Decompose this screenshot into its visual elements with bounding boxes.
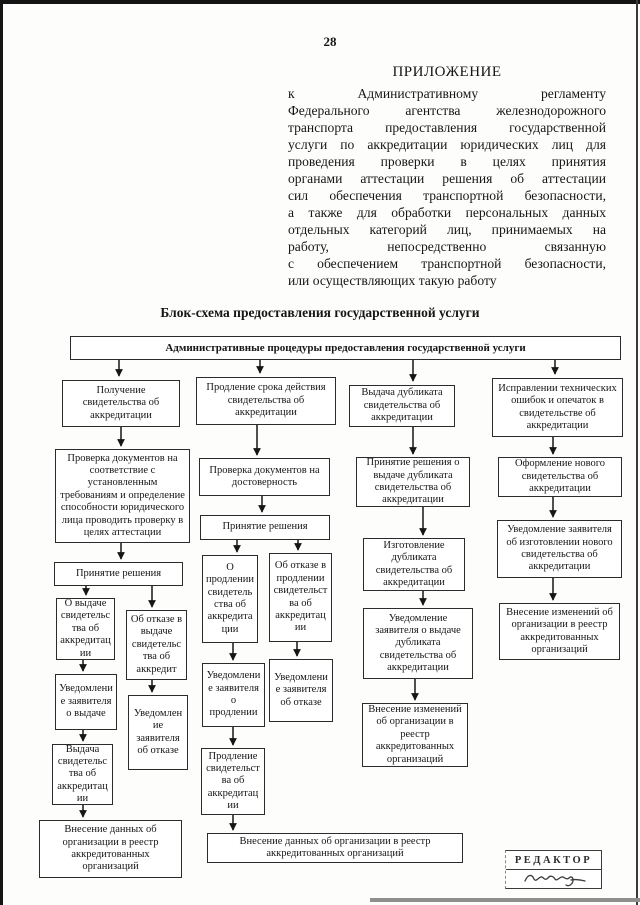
signature-icon [506, 870, 601, 888]
page-number: 28 [323, 34, 337, 49]
box-c3-header: Выдача дубликата свидетельства об аккред… [349, 385, 455, 427]
box-c1-notify-issue: Уведомление заявителя о выдаче [55, 674, 117, 730]
box-c2-notify-prolong: Уведомление заявителя о продлении [202, 663, 265, 727]
paragraph-line: транспорта предоставления государственно… [288, 120, 606, 135]
box-c2-check: Проверка документов на достоверность [199, 458, 330, 496]
appendix-block: ПРИЛОЖЕНИЕ к Административному регламент… [288, 64, 606, 289]
box-c2-refuse: Об отказе в продлении свидетельства об а… [269, 553, 332, 642]
box-c3-register: Внесение изменений об организации в реес… [362, 703, 468, 767]
box-c3-notify: Уведомление заявителя о выдаче дубликата… [363, 608, 473, 679]
box-c2-register: Внесение данных об организации в реестр … [207, 833, 463, 863]
box-c1-notify-refuse: Уведомление заявителя об отказе [128, 695, 188, 770]
box-c1-register: Внесение данных об организации в реестр … [39, 820, 182, 878]
page-border-left [0, 0, 3, 905]
editor-stamp-label: РЕДАКТОР [506, 851, 601, 870]
page-border-right [636, 0, 638, 905]
banner-box: Административные процедуры предоставлени… [70, 336, 621, 360]
paragraph-line: отдельных категорий лиц, принимаемых на [288, 222, 606, 237]
paragraph-line: а также для обработки персональных данны… [288, 205, 606, 220]
paragraph-line: сил обеспечения транспортной безопасност… [288, 188, 606, 203]
box-c1-refuse: Об отказе в выдаче свидетельства об аккр… [126, 610, 187, 680]
box-c4-header: Исправлении технических ошибок и опечато… [492, 378, 623, 437]
paragraph-line: работу, непосредственно связанную [288, 239, 606, 254]
paragraph-line: или осуществляющих такую работу [288, 273, 497, 288]
paragraph-line: услуги по аккредитации юридических лиц д… [288, 137, 606, 152]
box-c1-decision: Принятие решения [54, 562, 183, 586]
appendix-heading: ПРИЛОЖЕНИЕ [392, 64, 502, 80]
box-c3-make: Изготовление дубликата свидетельства об … [363, 538, 465, 591]
paragraph-line: с обеспечением транспортной безопасности… [288, 256, 606, 271]
box-c1-issue: О выдаче свидетельства об аккредитации [56, 598, 115, 660]
box-c2-notify-refuse: Уведомление заявителя об отказе [269, 659, 333, 722]
box-c1-header: Получение свидетельства об аккредитации [62, 380, 180, 427]
box-c4-notify: Уведомление заявителя об изготовлении но… [497, 520, 622, 578]
box-c1-give: Выдача свидетельства об аккредитации [52, 744, 113, 805]
paragraph-line: к Административному регламенту [288, 86, 606, 101]
page-border-bottom [370, 898, 640, 902]
box-c4-new: Оформление нового свидетельства об аккре… [498, 457, 622, 497]
box-c4-register: Внесение изменений об организации в реес… [499, 603, 620, 660]
paragraph-line: Федерального агентства железнодорожного [288, 103, 606, 118]
paragraph-line: проведения проверки в целях принятия [288, 154, 606, 169]
box-c3-decision: Принятие решения о выдаче дубликата свид… [356, 457, 470, 507]
paragraph-line: органами аттестации решения об аттестаци… [288, 171, 606, 186]
box-c1-check: Проверка документов на соответствие с ус… [55, 449, 190, 543]
box-c2-header: Продление срока действия свидетельства о… [196, 377, 336, 425]
box-c2-prolong: О продлении свидетельства об аккредитаци… [202, 555, 258, 643]
box-c2-prolong-do: Продление свидетельства об аккредитации [201, 748, 265, 815]
editor-stamp: РЕДАКТОР [505, 850, 602, 889]
page-border-top [0, 0, 640, 4]
box-c2-decision: Принятие решения [200, 515, 330, 540]
flowchart-title: Блок-схема предоставления государственно… [160, 305, 480, 320]
